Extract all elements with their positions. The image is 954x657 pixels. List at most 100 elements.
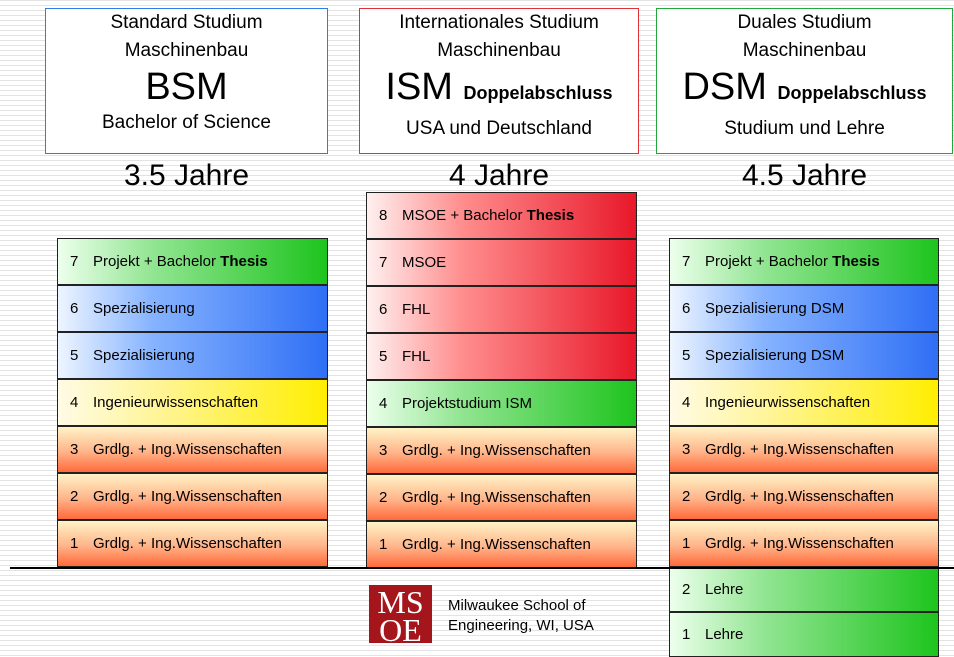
program-title-line1: Duales Studium bbox=[737, 12, 872, 33]
program-title-line2: Maschinenbau bbox=[124, 40, 249, 61]
semester-block: 8 MSOE + Bachelor Thesis bbox=[366, 192, 637, 239]
semester-number: 1 bbox=[682, 535, 691, 552]
semester-number: 3 bbox=[379, 442, 388, 459]
semester-block: 2 Lehre bbox=[669, 567, 939, 612]
semester-label: Grdlg. + Ing.Wissenschaften bbox=[93, 441, 282, 458]
program-header-bsm: Standard Studium Maschinenbau BSM Bachel… bbox=[45, 8, 328, 154]
semester-label: MSOE + Bachelor bbox=[402, 207, 527, 224]
semester-number: 1 bbox=[682, 626, 691, 643]
semester-label: Spezialisierung DSM bbox=[705, 300, 845, 317]
semester-number: 7 bbox=[682, 253, 691, 270]
semester-label: Lehre bbox=[705, 581, 744, 598]
program-header-ism: Internationales Studium Maschinenbau ISM… bbox=[359, 8, 639, 154]
semester-label: Grdlg. + Ing.Wissenschaften bbox=[402, 536, 591, 553]
semester-label: Grdlg. + Ing.Wissenschaften bbox=[705, 535, 894, 552]
semester-block: 6 Spezialisierung DSM bbox=[669, 285, 939, 332]
semester-number: 4 bbox=[379, 395, 388, 412]
program-header-dsm: Duales Studium Maschinenbau DSM Doppelab… bbox=[656, 8, 953, 154]
semester-block: 1 Grdlg. + Ing.Wissenschaften bbox=[669, 520, 939, 567]
semester-block: 7 MSOE bbox=[366, 239, 637, 286]
semester-label: Grdlg. + Ing.Wissenschaften bbox=[93, 535, 282, 552]
semester-number: 4 bbox=[682, 394, 691, 411]
semester-block: 4 Ingenieurwissenschaften bbox=[57, 379, 328, 426]
msoe-caption-line1: Milwaukee School of bbox=[448, 597, 586, 614]
semester-number: 3 bbox=[70, 441, 79, 458]
semester-label: Lehre bbox=[705, 626, 744, 643]
program-duration-bsm: 3.5 Jahre bbox=[123, 159, 250, 192]
program-abbreviation-suffix: Doppelabschluss bbox=[463, 83, 613, 103]
semester-block: 5 FHL bbox=[366, 333, 637, 380]
semester-block: 1 Lehre bbox=[669, 612, 939, 657]
semester-block: 5 Spezialisierung bbox=[57, 332, 328, 379]
semester-block: 1 Grdlg. + Ing.Wissenschaften bbox=[366, 521, 637, 568]
program-title-line1: Internationales Studium bbox=[399, 12, 599, 33]
semester-label: Spezialisierung DSM bbox=[705, 347, 845, 364]
semester-number: 7 bbox=[379, 254, 388, 271]
semester-number: 8 bbox=[379, 207, 388, 224]
semester-block: 5 Spezialisierung DSM bbox=[669, 332, 939, 379]
semester-number: 2 bbox=[379, 489, 388, 506]
semester-label: Grdlg. + Ing.Wissenschaften bbox=[705, 441, 894, 458]
svg-text:MS: MS bbox=[377, 585, 423, 620]
semester-label: Grdlg. + Ing.Wissenschaften bbox=[402, 442, 591, 459]
program-abbreviation: DSM Doppelabschluss bbox=[682, 66, 927, 108]
program-degree: Studium und Lehre bbox=[724, 118, 885, 139]
program-title-line2: Maschinenbau bbox=[437, 40, 561, 61]
semester-label-bold: Thesis bbox=[220, 253, 268, 270]
semester-block: 2 Grdlg. + Ing.Wissenschaften bbox=[366, 474, 637, 521]
semester-number: 3 bbox=[682, 441, 691, 458]
semester-label: Grdlg. + Ing.Wissenschaften bbox=[402, 489, 591, 506]
program-abbreviation: BSM bbox=[145, 66, 228, 108]
semester-block: 4 Projektstudium ISM bbox=[366, 380, 637, 427]
msoe-caption: Milwaukee School of Engineering, WI, USA bbox=[448, 596, 594, 636]
semester-label: Ingenieurwissenschaften bbox=[705, 394, 871, 411]
semester-number: 1 bbox=[70, 535, 79, 552]
semester-block: 3 Grdlg. + Ing.Wissenschaften bbox=[669, 426, 939, 473]
semester-number: 4 bbox=[70, 394, 79, 411]
semester-label: Spezialisierung bbox=[93, 300, 195, 317]
semester-label: Spezialisierung bbox=[93, 347, 195, 364]
semester-block: 1 Grdlg. + Ing.Wissenschaften bbox=[57, 520, 328, 567]
semester-label: Projektstudium ISM bbox=[402, 395, 533, 412]
baseline-divider bbox=[10, 567, 954, 569]
semester-number: 5 bbox=[379, 348, 388, 365]
semester-label: FHL bbox=[402, 348, 431, 365]
program-title-line2: Maschinenbau bbox=[742, 40, 867, 61]
semester-number: 1 bbox=[379, 536, 388, 553]
semester-number: 6 bbox=[682, 300, 691, 317]
program-title-line1: Standard Studium bbox=[110, 12, 263, 33]
semester-label-bold: Thesis bbox=[832, 253, 880, 270]
semester-block: 2 Grdlg. + Ing.Wissenschaften bbox=[669, 473, 939, 520]
program-degree: Bachelor of Science bbox=[102, 112, 271, 133]
semester-number: 6 bbox=[70, 300, 79, 317]
program-degree: USA und Deutschland bbox=[406, 118, 592, 139]
semester-block: 2 Grdlg. + Ing.Wissenschaften bbox=[57, 473, 328, 520]
semester-number: 7 bbox=[70, 253, 79, 270]
semester-number: 2 bbox=[682, 488, 691, 505]
program-duration-ism: 4 Jahre bbox=[448, 159, 550, 192]
semester-number: 5 bbox=[682, 347, 691, 364]
msoe-caption-line2: Engineering, WI, USA bbox=[448, 617, 594, 634]
semester-number: 5 bbox=[70, 347, 79, 364]
semester-label: Projekt + Bachelor bbox=[705, 253, 833, 270]
semester-number: 2 bbox=[682, 581, 691, 598]
msoe-logo: MS OE bbox=[369, 585, 432, 643]
semester-block: 4 Ingenieurwissenschaften bbox=[669, 379, 939, 426]
semester-block: 7 Projekt + Bachelor Thesis bbox=[57, 238, 328, 285]
semester-label-bold: Thesis bbox=[526, 207, 575, 224]
semester-block: 3 Grdlg. + Ing.Wissenschaften bbox=[57, 426, 328, 473]
semester-label: Grdlg. + Ing.Wissenschaften bbox=[93, 488, 282, 505]
semester-label: Grdlg. + Ing.Wissenschaften bbox=[705, 488, 894, 505]
program-abbreviation: ISM Doppelabschluss bbox=[385, 66, 613, 108]
semester-number: 2 bbox=[70, 488, 79, 505]
program-abbreviation-suffix: Doppelabschluss bbox=[777, 83, 927, 103]
semester-block: 6 Spezialisierung bbox=[57, 285, 328, 332]
semester-label: Ingenieurwissenschaften bbox=[93, 394, 259, 411]
semester-label: Projekt + Bachelor bbox=[93, 253, 221, 270]
program-duration-dsm: 4.5 Jahre bbox=[741, 159, 868, 192]
semester-number: 6 bbox=[379, 301, 388, 318]
semester-block: 3 Grdlg. + Ing.Wissenschaften bbox=[366, 427, 637, 474]
semester-label: MSOE bbox=[402, 254, 447, 271]
svg-text:OE: OE bbox=[379, 612, 422, 643]
semester-block: 7 Projekt + Bachelor Thesis bbox=[669, 238, 939, 285]
